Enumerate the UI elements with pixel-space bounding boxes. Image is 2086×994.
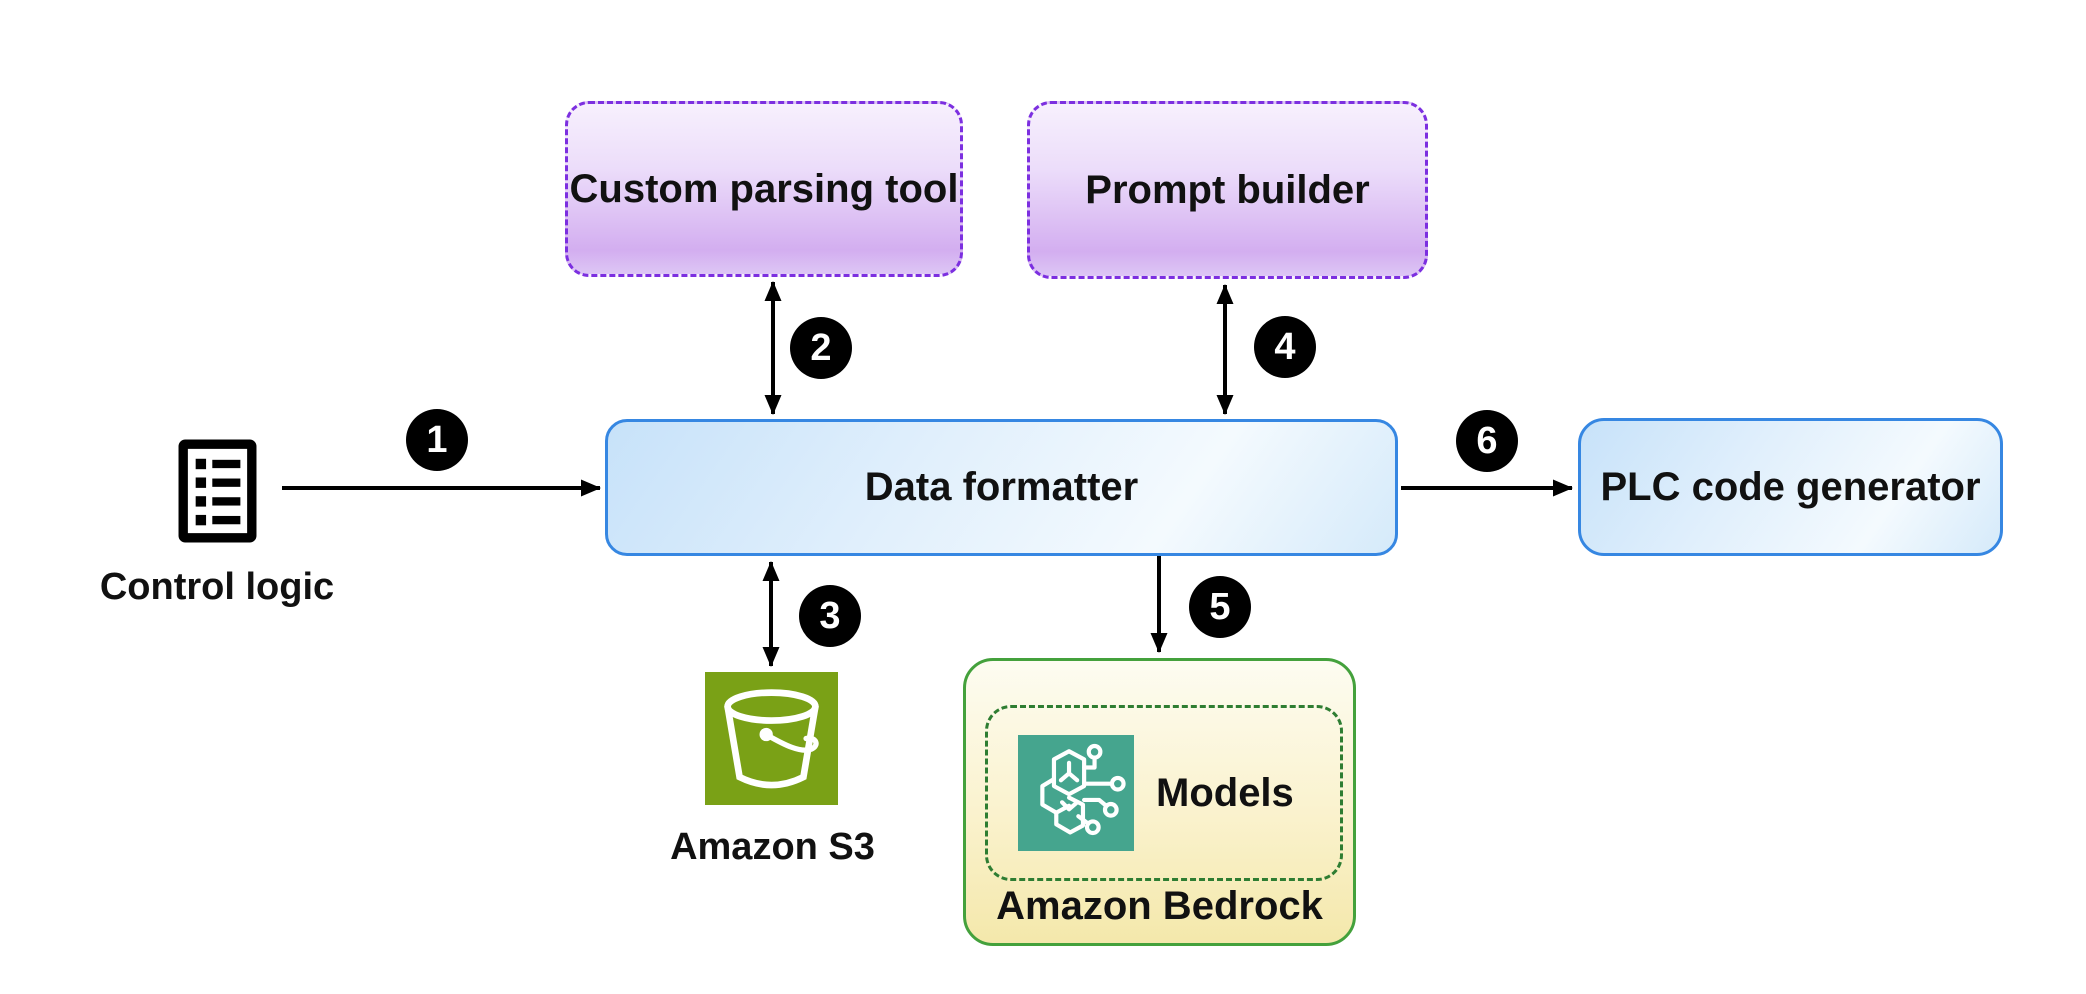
step-badge-1: 1 bbox=[406, 409, 468, 471]
data-formatter-label: Data formatter bbox=[864, 465, 1139, 509]
step-badge-2: 2 bbox=[790, 317, 852, 379]
s3-bucket-icon bbox=[705, 672, 838, 805]
prompt-builder-label: Prompt builder bbox=[1085, 167, 1370, 212]
step-badge-3: 3 bbox=[799, 585, 861, 647]
node-prompt-builder: Prompt builder bbox=[1027, 101, 1428, 279]
document-list-icon bbox=[178, 439, 257, 543]
bedrock-models-label: Models bbox=[1156, 770, 1294, 815]
bedrock-models-group: Models bbox=[985, 705, 1343, 881]
bedrock-models-icon bbox=[1018, 735, 1134, 851]
step-badge-5: 5 bbox=[1189, 576, 1251, 638]
control-logic-label: Control logic bbox=[99, 566, 335, 608]
step-badge-6: 6 bbox=[1456, 410, 1518, 472]
node-amazon-bedrock: Models Amazon Bedrock bbox=[963, 658, 1356, 946]
node-data-formatter: Data formatter bbox=[605, 419, 1398, 556]
node-plc-code-generator: PLC code generator bbox=[1578, 418, 2003, 556]
step-badge-4: 4 bbox=[1254, 316, 1316, 378]
plc-code-generator-label: PLC code generator bbox=[1600, 464, 1981, 509]
custom-parsing-tool-label: Custom parsing tool bbox=[569, 166, 959, 211]
amazon-bedrock-label: Amazon Bedrock bbox=[996, 884, 1323, 928]
node-custom-parsing-tool: Custom parsing tool bbox=[565, 101, 963, 277]
amazon-s3-label: Amazon S3 bbox=[670, 826, 875, 868]
